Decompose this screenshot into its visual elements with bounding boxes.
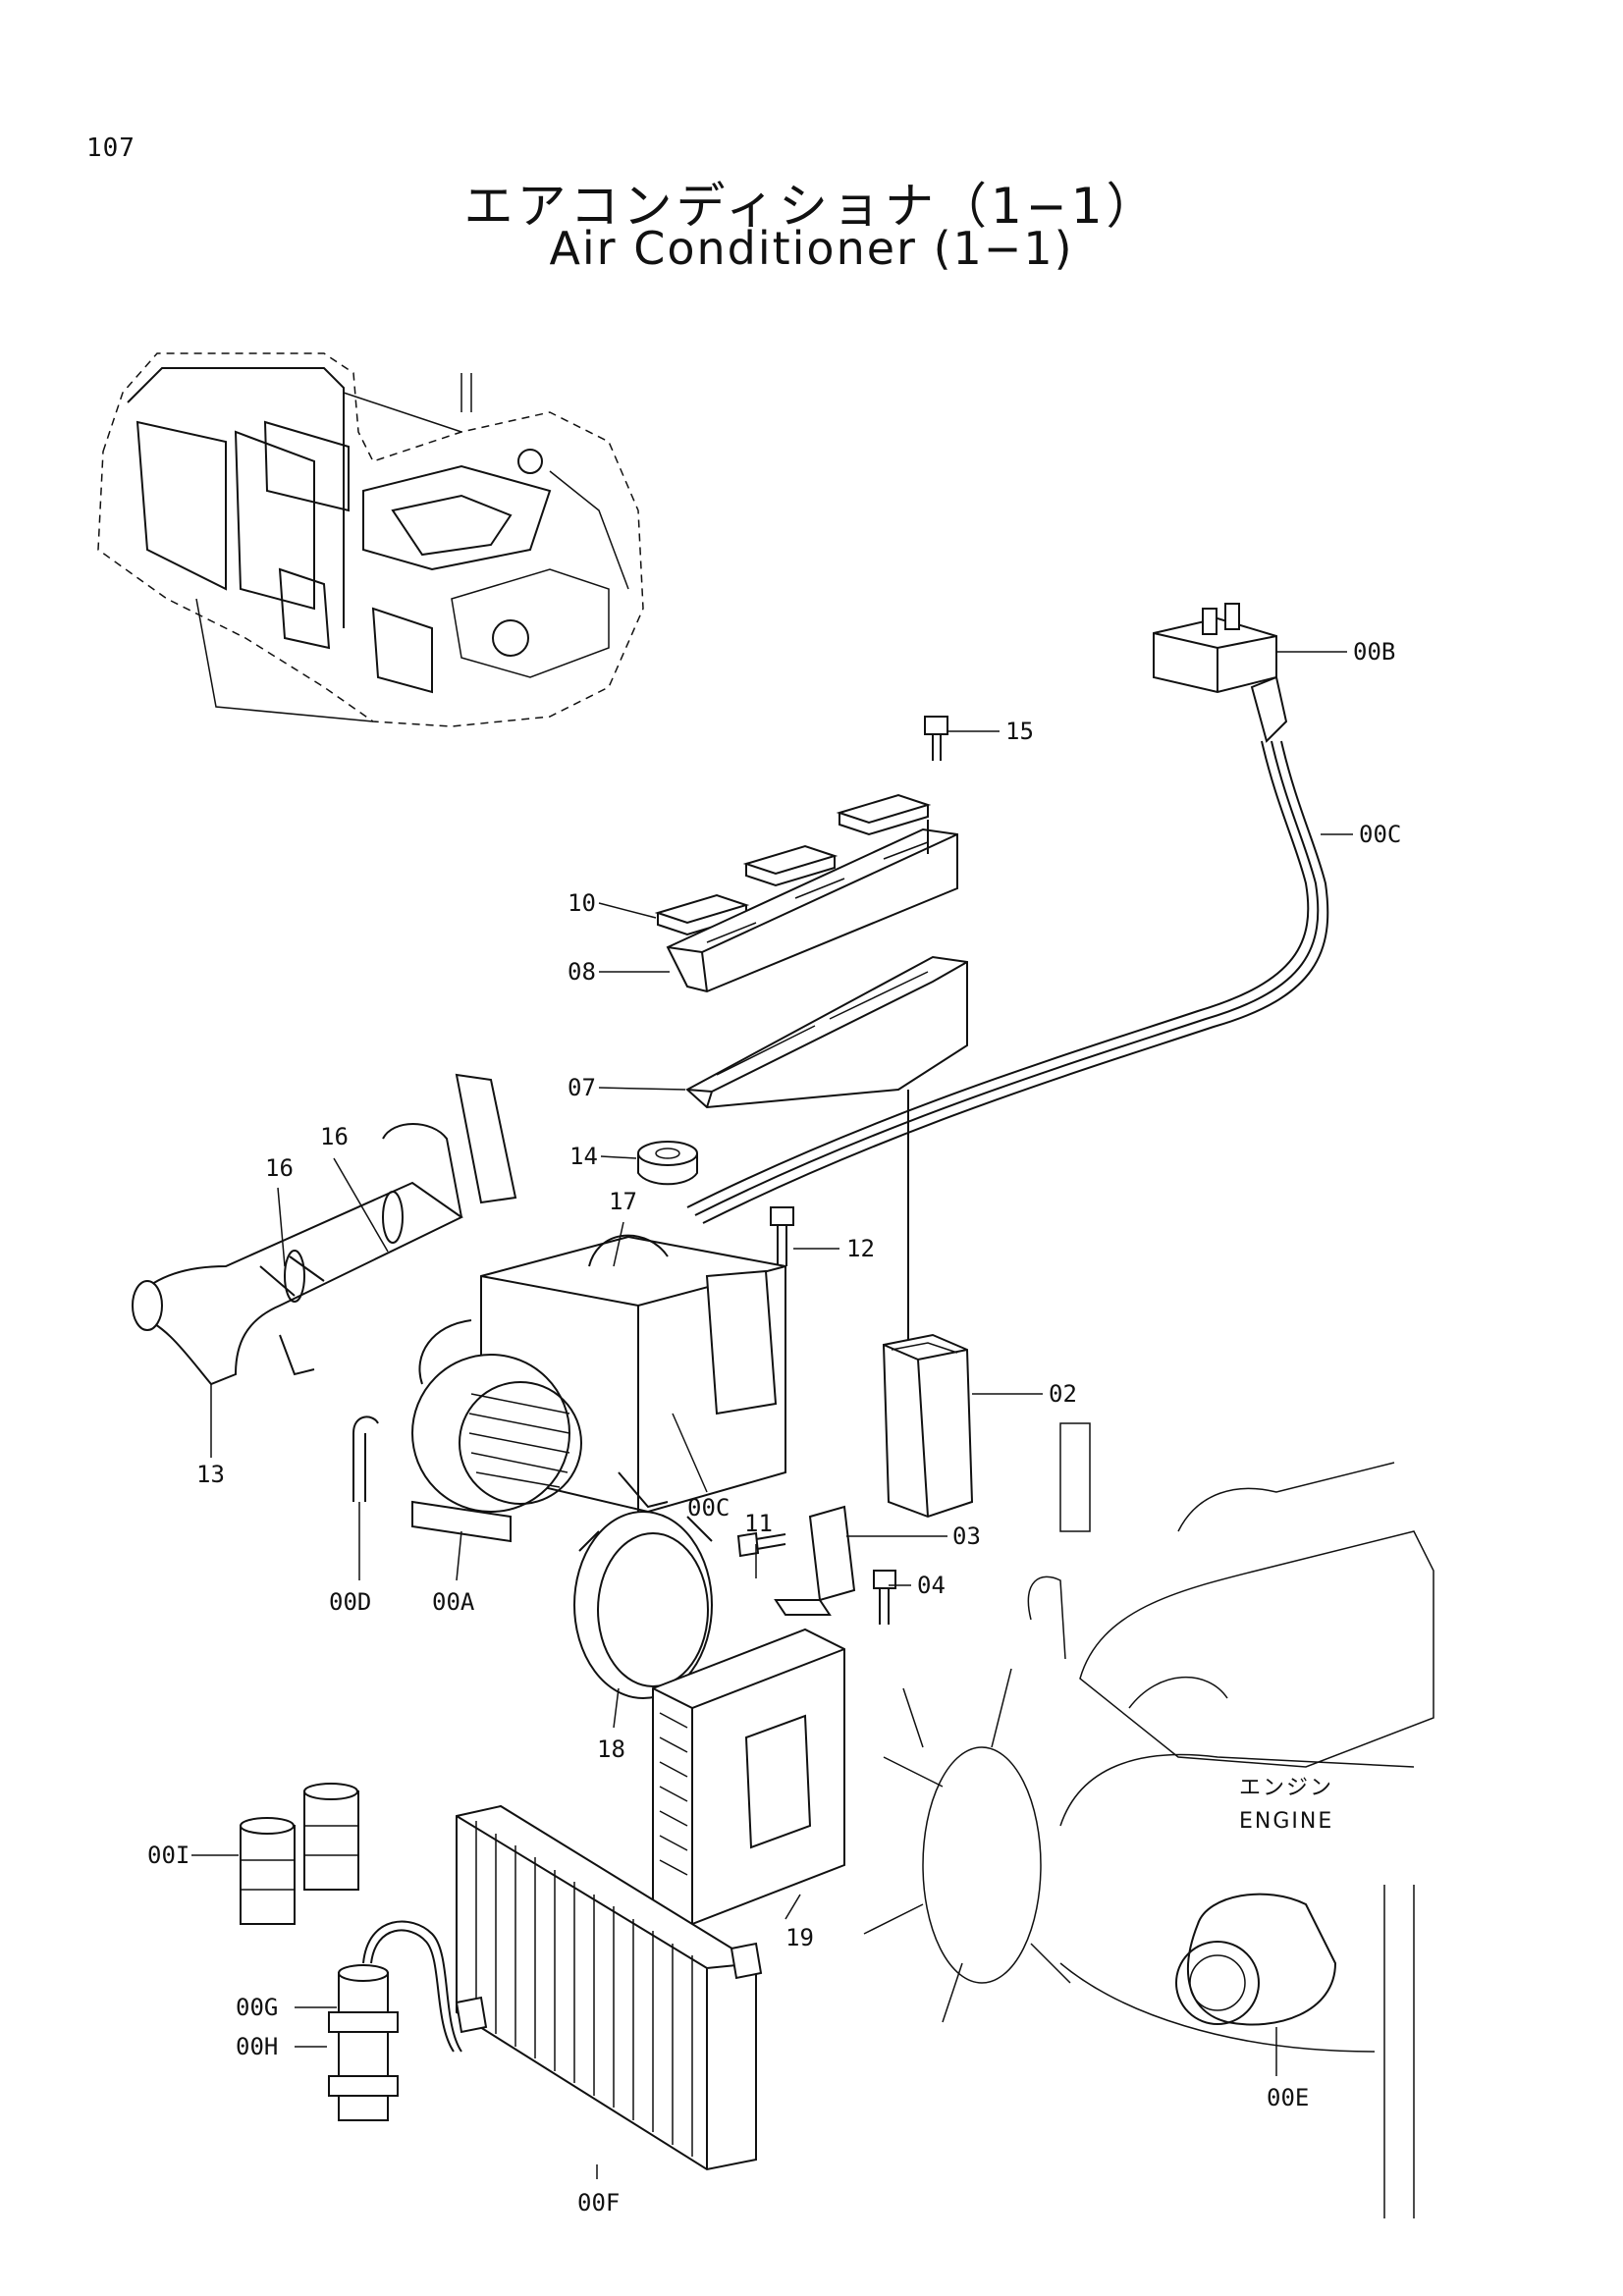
- callout-00b: 00B: [1353, 638, 1395, 666]
- bolt-04: [873, 1570, 896, 1625]
- callout-02: 02: [1049, 1380, 1077, 1408]
- bracket-03: [774, 1505, 856, 1616]
- duct-07: [685, 955, 968, 1423]
- bolt-15: [924, 716, 948, 761]
- leader-lines: [191, 651, 1353, 2179]
- excavator-overview-illustration: [97, 352, 644, 727]
- bolt-11: [736, 1531, 786, 1558]
- title-japanese: エアコンディショナ（1−1）: [463, 178, 1160, 235]
- hose-clamp-16: [284, 1191, 404, 1303]
- condenser-00f: [455, 1804, 763, 2171]
- callout-18: 18: [597, 1735, 625, 1763]
- callout-10: 10: [568, 889, 596, 917]
- filter-00i: [240, 1783, 359, 1925]
- callout-00f: 00F: [577, 2189, 620, 2216]
- bracket-00h: [328, 2011, 399, 2097]
- callout-15: 15: [1005, 718, 1034, 745]
- callout-17: 17: [609, 1188, 637, 1215]
- callout-03: 03: [952, 1522, 981, 1550]
- callout-12: 12: [846, 1235, 875, 1262]
- callout-16-a: 16: [320, 1123, 349, 1150]
- callout-08: 08: [568, 958, 596, 986]
- engine-label-english: ENGINE: [1239, 1809, 1333, 1834]
- callout-00g: 00G: [236, 1994, 278, 2021]
- engine-label-japanese: エンジン: [1239, 1776, 1333, 1800]
- callout-00c-upper: 00C: [1359, 821, 1401, 848]
- louver-10: [654, 793, 932, 936]
- callout-00i: 00I: [147, 1842, 189, 1869]
- wiring-harness-00c: [686, 740, 1329, 1224]
- callout-00a: 00A: [432, 1588, 475, 1616]
- engine-illustration: [863, 1422, 1434, 2218]
- callout-00h: 00H: [236, 2033, 278, 2060]
- bolt-12: [770, 1206, 794, 1266]
- duct-02: [882, 1333, 974, 1519]
- heater-unit-00a: [411, 1234, 786, 1543]
- grommet-14: [637, 1141, 698, 1186]
- callout-00d: 00D: [329, 1588, 371, 1616]
- callout-14: 14: [569, 1143, 598, 1170]
- callout-13: 13: [196, 1461, 225, 1488]
- callout-19: 19: [785, 1924, 814, 1951]
- callout-16-b: 16: [265, 1154, 294, 1182]
- drain-hose-00d: [352, 1415, 379, 1502]
- callout-00e: 00E: [1267, 2084, 1309, 2111]
- callout-07: 07: [568, 1074, 596, 1101]
- page-number: 107: [86, 133, 135, 163]
- callout-04: 04: [917, 1572, 946, 1599]
- duct-08: [666, 820, 958, 993]
- callout-00c-lower: 00C: [687, 1494, 730, 1522]
- control-panel-00b: [1153, 603, 1288, 743]
- callout-11: 11: [744, 1510, 773, 1537]
- hose-13: [132, 1073, 517, 1386]
- ring-18: [573, 1511, 713, 1699]
- title-english: Air Conditioner (1−1): [549, 222, 1074, 275]
- callout-labels: 00B 15 00C 10 08 07 16 16 14 17 12 02 13…: [147, 638, 1401, 2216]
